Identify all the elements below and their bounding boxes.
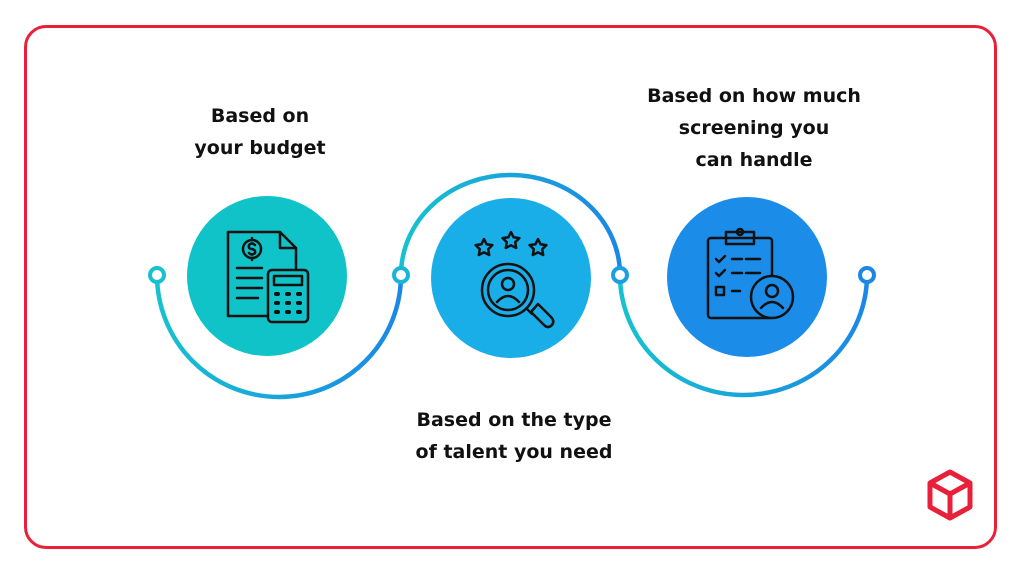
connector-node <box>148 266 166 284</box>
connector-node <box>611 266 629 284</box>
label-line: Based on how much <box>647 85 861 107</box>
screening-checklist-icon <box>706 227 795 320</box>
step-label-budget: Based on your budget <box>160 100 360 164</box>
label-line: Based on <box>210 105 310 127</box>
label-line: screening you <box>678 117 830 139</box>
step-label-talent: Based on the type of talent you need <box>394 404 634 468</box>
label-line: can handle <box>695 149 813 171</box>
step-budget <box>187 196 347 356</box>
connector-node <box>858 266 876 284</box>
label-line: Based on the type <box>416 409 612 431</box>
talent-search-icon <box>474 230 555 329</box>
budget-calculator-icon <box>226 230 310 324</box>
cube-logo-icon <box>927 469 973 521</box>
step-label-screening: Based on how much screening you can hand… <box>634 80 874 176</box>
step-talent <box>431 198 591 358</box>
wave-connector <box>154 172 870 400</box>
content-frame <box>24 25 997 549</box>
step-circle <box>667 197 827 357</box>
step-screening <box>667 197 827 357</box>
label-line: your budget <box>194 137 326 159</box>
connector-node <box>392 266 410 284</box>
label-line: of talent you need <box>415 441 613 463</box>
